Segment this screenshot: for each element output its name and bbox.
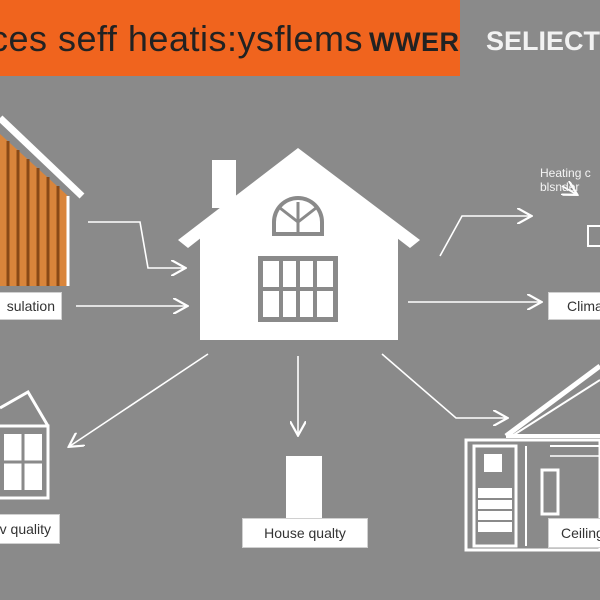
connector-arrows [70,186,576,446]
banner-title-emphasis: WWER [368,27,460,57]
label-air-quality: v quality [0,514,60,544]
thermostat-icon [587,225,600,247]
small-house-icon [0,389,50,500]
banner-title-main: ces seff heatis:ysflems [0,18,363,59]
house-interior-icon [464,363,600,552]
label-ceiling: Ceiling [548,518,600,548]
banner-title-overflow: SELIECT [486,26,600,56]
insulation-wall-icon [0,115,85,286]
label-insulation: sulation [0,292,62,320]
heating-note-line2: blsnder [540,180,580,194]
chimney-block-icon [286,456,322,520]
heating-note: Heating c blsnder [540,166,600,194]
central-house-icon [178,148,420,340]
label-climate: Clima [548,292,600,320]
label-house-quality: House qualty [242,518,368,548]
heating-note-line1: Heating c [540,166,591,180]
title-banner [0,0,460,76]
